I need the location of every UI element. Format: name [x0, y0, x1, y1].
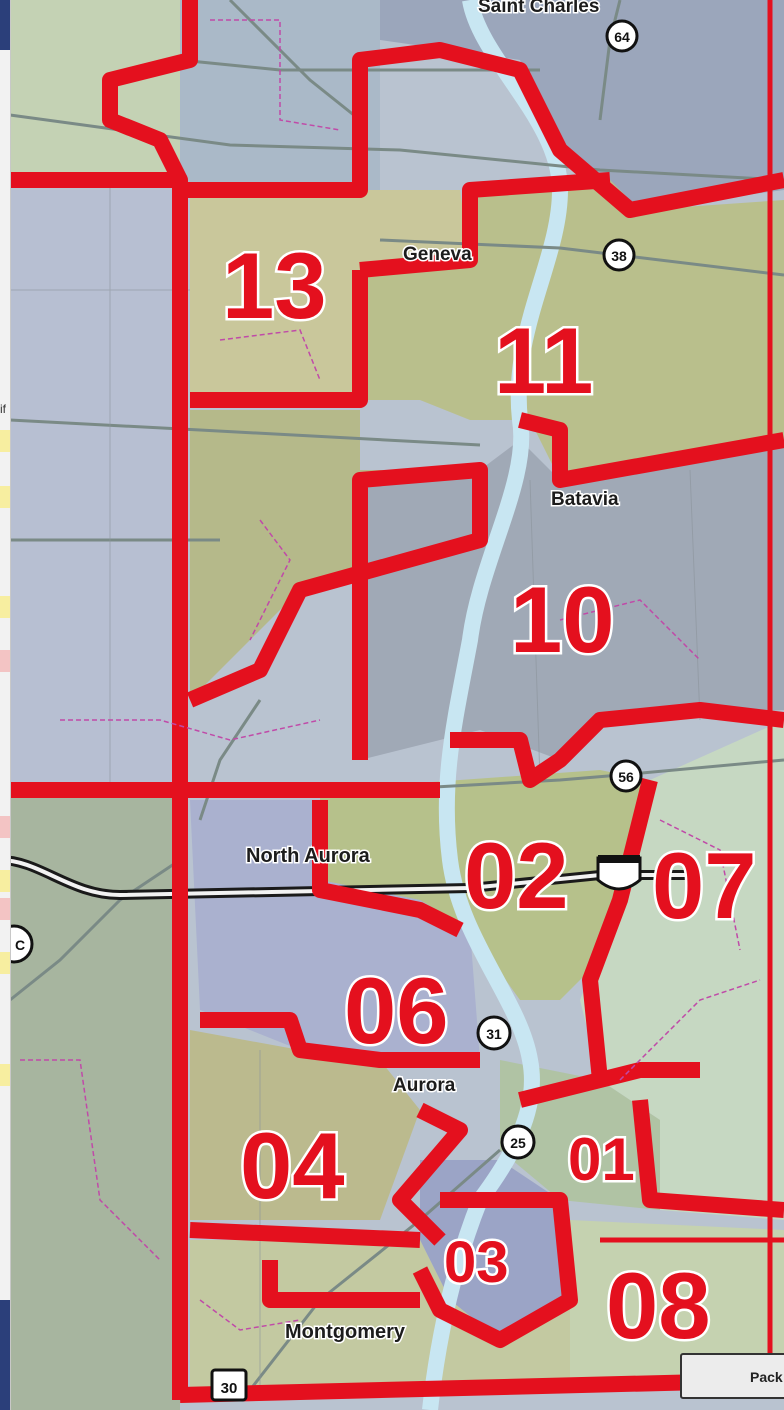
city-label-montgomery: Montgomery	[285, 1321, 406, 1343]
city-label-batavia: Batavia	[551, 489, 619, 510]
route-shield-64-label: 64	[614, 29, 630, 45]
district-13-area	[190, 190, 470, 400]
route-shield-31-label: 31	[486, 1026, 502, 1042]
route-shield-64: 64	[605, 19, 639, 53]
pack-button[interactable]: Pack	[680, 1353, 784, 1399]
district-label-01: 01	[568, 1126, 635, 1193]
side-panel-footer	[0, 1300, 10, 1410]
municipal-boundaries	[20, 19, 761, 1331]
side-panel-row	[0, 430, 10, 452]
district-06-area	[190, 800, 480, 1060]
side-panel-header	[0, 0, 10, 50]
interstate-shield	[596, 855, 642, 891]
district-label-13: 13	[222, 233, 327, 338]
fox-river	[422, 0, 569, 1410]
route-shield-56-label: 56	[618, 769, 634, 785]
district-label-06: 06	[344, 958, 449, 1063]
district-label-10: 10	[510, 567, 615, 672]
city-label-north-aurora: North Aurora	[246, 845, 371, 867]
route-shield-partial-label: C	[15, 937, 25, 953]
region-top-left	[10, 0, 180, 180]
route-shield-25: 25	[500, 1124, 536, 1160]
district-label-04: 04	[240, 1113, 345, 1218]
route-shield-56: 56	[609, 759, 643, 793]
district-11-area	[360, 180, 784, 480]
left-side-panel: if	[0, 0, 11, 1410]
district-label-11: 11	[494, 308, 593, 413]
side-panel-row	[0, 650, 10, 672]
route-shield-38: 38	[602, 238, 636, 272]
city-label-aurora: Aurora	[393, 1075, 456, 1096]
city-label-saint-charles: Saint Charles	[478, 0, 599, 17]
route-shield-25-label: 25	[510, 1135, 526, 1151]
side-panel-row	[0, 486, 10, 508]
district-label-02: 02	[464, 823, 569, 928]
side-panel-row	[0, 870, 10, 892]
side-panel-row	[0, 596, 10, 618]
district-label-08: 08	[606, 1253, 711, 1358]
route-shield-30: 30	[210, 1368, 248, 1402]
route-shield-38-label: 38	[611, 248, 627, 264]
thin-grid	[10, 180, 701, 1390]
region-west	[10, 190, 180, 790]
city-label-geneva: Geneva	[403, 244, 472, 265]
region-southwest	[10, 790, 180, 1410]
side-panel-row	[0, 898, 10, 920]
district-07-area	[580, 720, 784, 1220]
route-shield-30-label: 30	[221, 1380, 238, 1397]
boundary-thin	[600, 0, 784, 1390]
side-panel-row	[0, 816, 10, 838]
side-panel-row	[0, 1064, 10, 1086]
district-04-area	[190, 1030, 420, 1220]
route-shield-31: 31	[476, 1015, 512, 1051]
district-08-area	[570, 1220, 784, 1390]
side-panel-row	[0, 952, 10, 974]
side-panel-partial-text: if	[0, 402, 6, 416]
region-south	[190, 1240, 570, 1390]
district-label-03: 03	[444, 1230, 509, 1295]
district-label-07: 07	[652, 833, 757, 938]
